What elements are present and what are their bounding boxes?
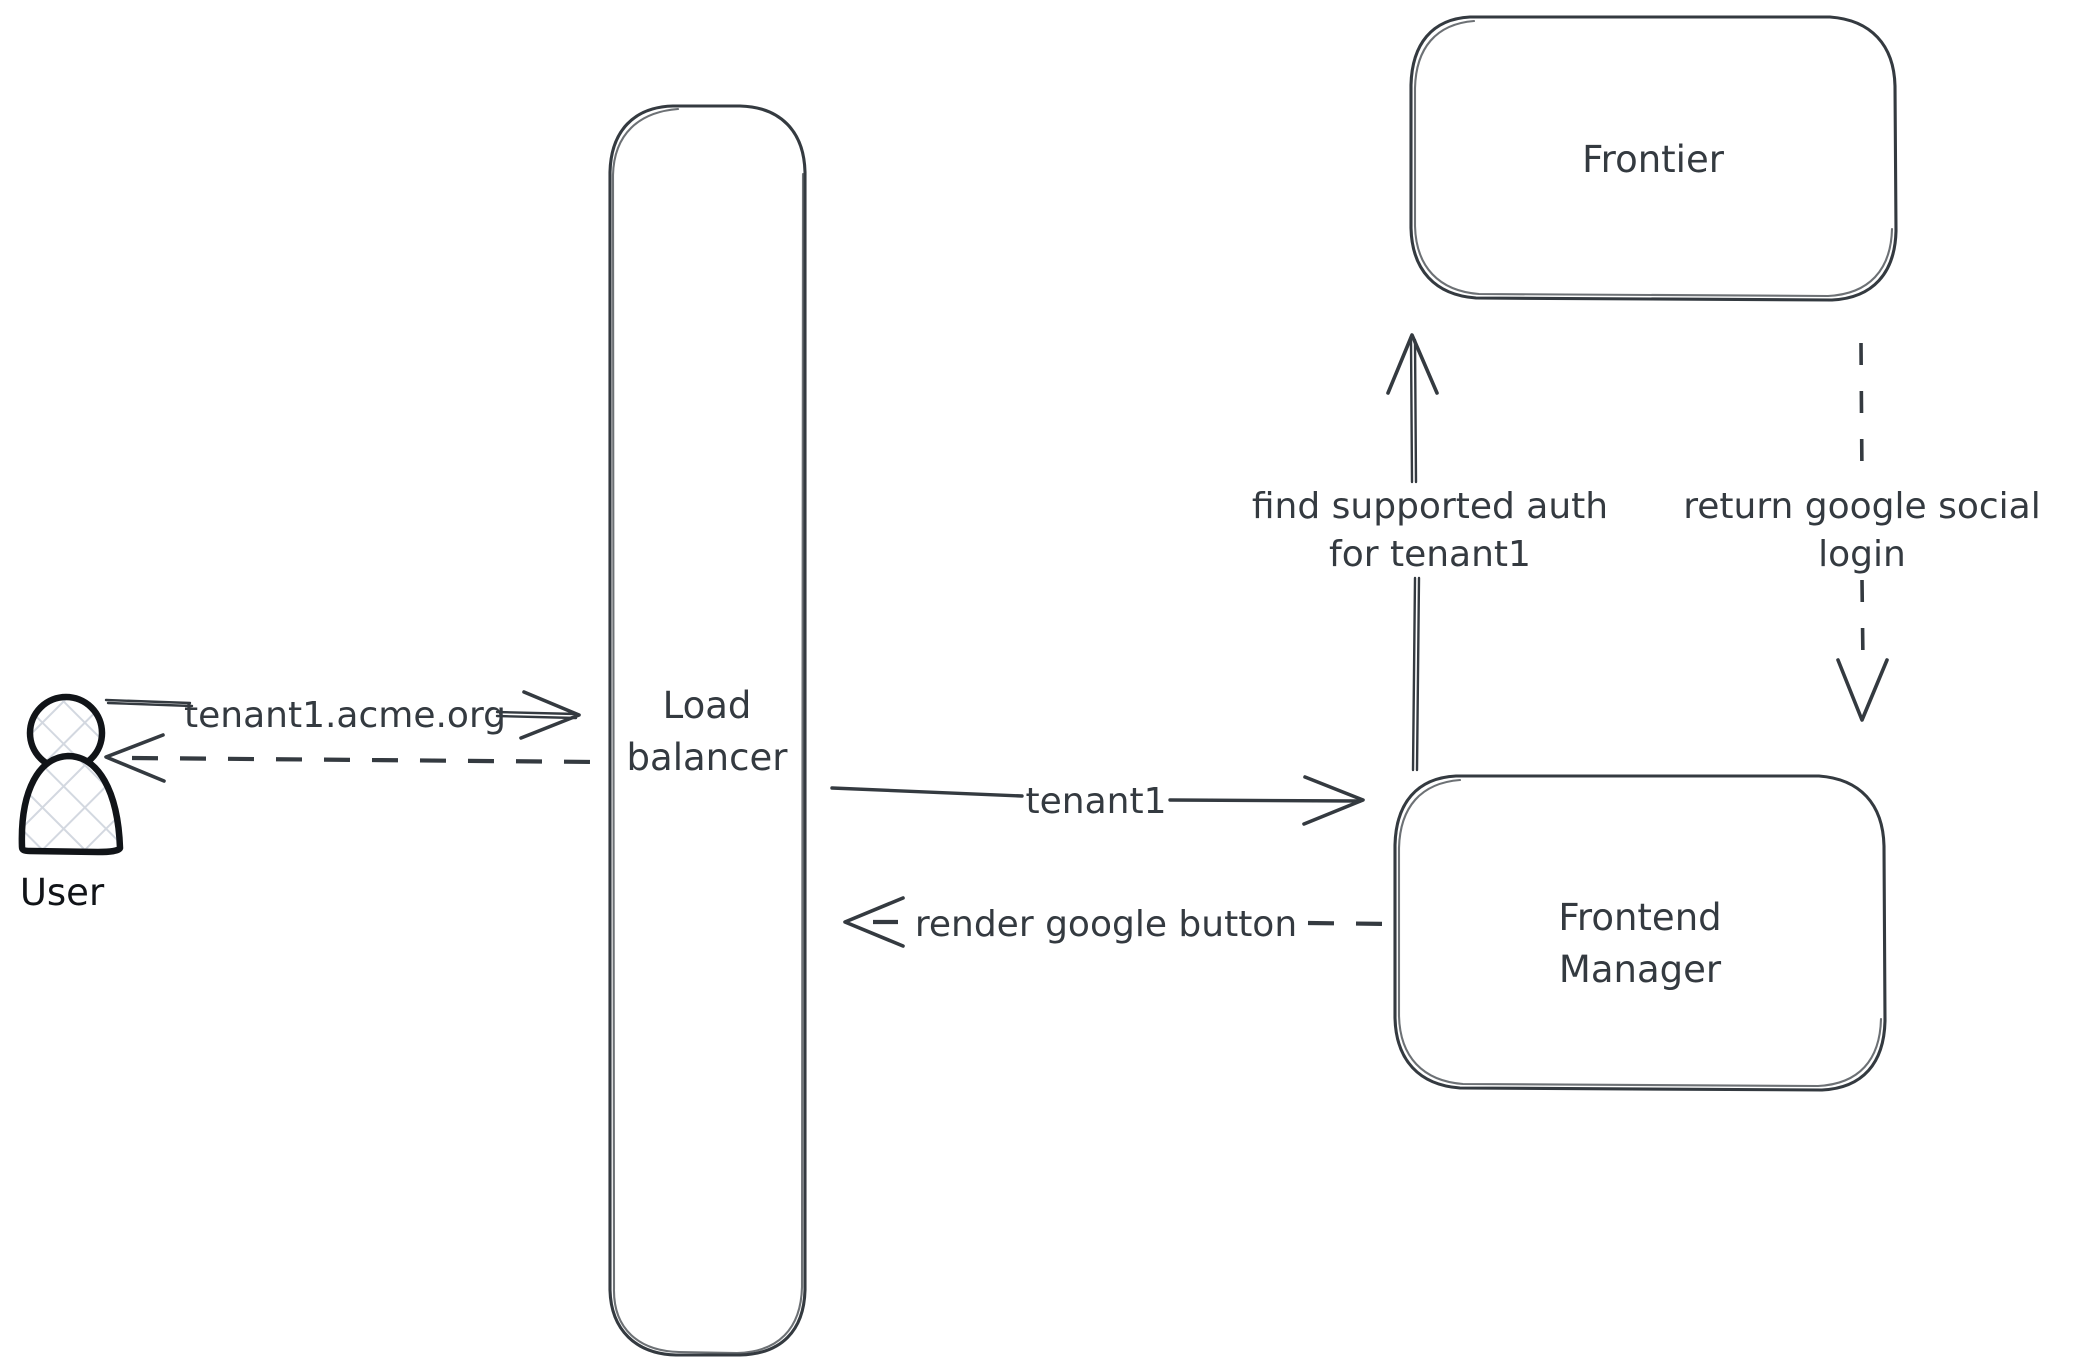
- edge-fm-to-lb-arrowhead: [843, 896, 905, 948]
- edge-fm-to-frontier-line-upper: [1409, 338, 1414, 484]
- edge-user-to-lb-line-right: [495, 710, 578, 716]
- edge-frontend-manager-to-frontier[interactable]: find supported auth for tenant1: [1252, 333, 1608, 772]
- edge-user-to-lb-line-left-echo: [106, 701, 194, 708]
- edge-frontier-to-fm-line-lower: [1860, 579, 1865, 665]
- edge-lb-to-fm-line-right: [1168, 798, 1362, 803]
- edge-frontier-to-fm-label-line-1: return google social: [1683, 486, 2041, 527]
- edge-lb-to-fm-label: tenant1: [1026, 781, 1167, 822]
- frontier-shape-secondary: [1413, 19, 1894, 298]
- node-load-balancer[interactable]: Load balancer: [608, 104, 807, 1357]
- edge-user-to-lb-arrowhead: [519, 690, 581, 740]
- load-balancer-shape-secondary: [611, 107, 805, 1355]
- edge-fm-to-frontier-line-lower-echo: [1415, 576, 1421, 772]
- frontier-shape: [1409, 15, 1898, 302]
- frontend-manager-label-line-2: Manager: [1559, 948, 1722, 991]
- edge-user-to-lb-line-right-echo: [495, 714, 578, 720]
- edge-frontier-to-fm-label-line-2: login: [1818, 534, 1906, 575]
- edge-lb-to-fm-line-left: [830, 786, 1024, 798]
- load-balancer-label-line-1: Load: [663, 684, 752, 727]
- edge-lb-to-user-arrowhead: [104, 733, 166, 783]
- edge-fm-to-lb-label: render google button: [915, 904, 1297, 945]
- edge-user-to-lb-label: tenant1.acme.org: [184, 695, 506, 736]
- edge-frontend-manager-to-load-balancer[interactable]: render google button: [843, 896, 1394, 948]
- node-frontend-manager[interactable]: Frontend Manager: [1393, 774, 1887, 1092]
- edge-load-balancer-to-user[interactable]: [104, 733, 601, 783]
- actor-user[interactable]: User: [18, 693, 124, 914]
- load-balancer-label-line-2: balancer: [627, 736, 789, 779]
- edge-frontier-to-fm-line-upper: [1859, 342, 1864, 481]
- edge-load-balancer-to-frontend-manager[interactable]: tenant1: [830, 775, 1365, 826]
- edge-fm-to-frontier-line-lower: [1411, 576, 1417, 772]
- edge-fm-to-frontier-label-line-1: find supported auth: [1252, 486, 1608, 527]
- edge-frontier-to-fm-arrowhead: [1836, 658, 1889, 722]
- edge-lb-to-user-line: [131, 755, 601, 765]
- edge-fm-to-frontier-line-upper-echo: [1413, 338, 1418, 484]
- edge-fm-to-lb-line: [1307, 920, 1394, 927]
- frontend-manager-shape-secondary: [1397, 778, 1883, 1088]
- frontend-manager-label-line-1: Frontend: [1558, 896, 1721, 939]
- node-frontier[interactable]: Frontier: [1409, 15, 1898, 302]
- edge-fm-to-frontier-label-line-2: for tenant1: [1329, 534, 1531, 575]
- load-balancer-shape: [608, 104, 807, 1357]
- edge-user-to-lb-line-left: [104, 698, 192, 705]
- frontier-label: Frontier: [1582, 138, 1725, 181]
- user-label: User: [20, 871, 105, 914]
- edge-fm-to-frontier-arrowhead: [1386, 333, 1439, 395]
- edge-lb-to-fm-arrowhead: [1302, 775, 1365, 826]
- user-body-icon: [18, 752, 124, 856]
- frontend-manager-shape: [1393, 774, 1887, 1092]
- edge-frontier-to-frontend-manager[interactable]: return google social login: [1683, 342, 2041, 722]
- edge-user-to-load-balancer[interactable]: tenant1.acme.org: [104, 690, 581, 740]
